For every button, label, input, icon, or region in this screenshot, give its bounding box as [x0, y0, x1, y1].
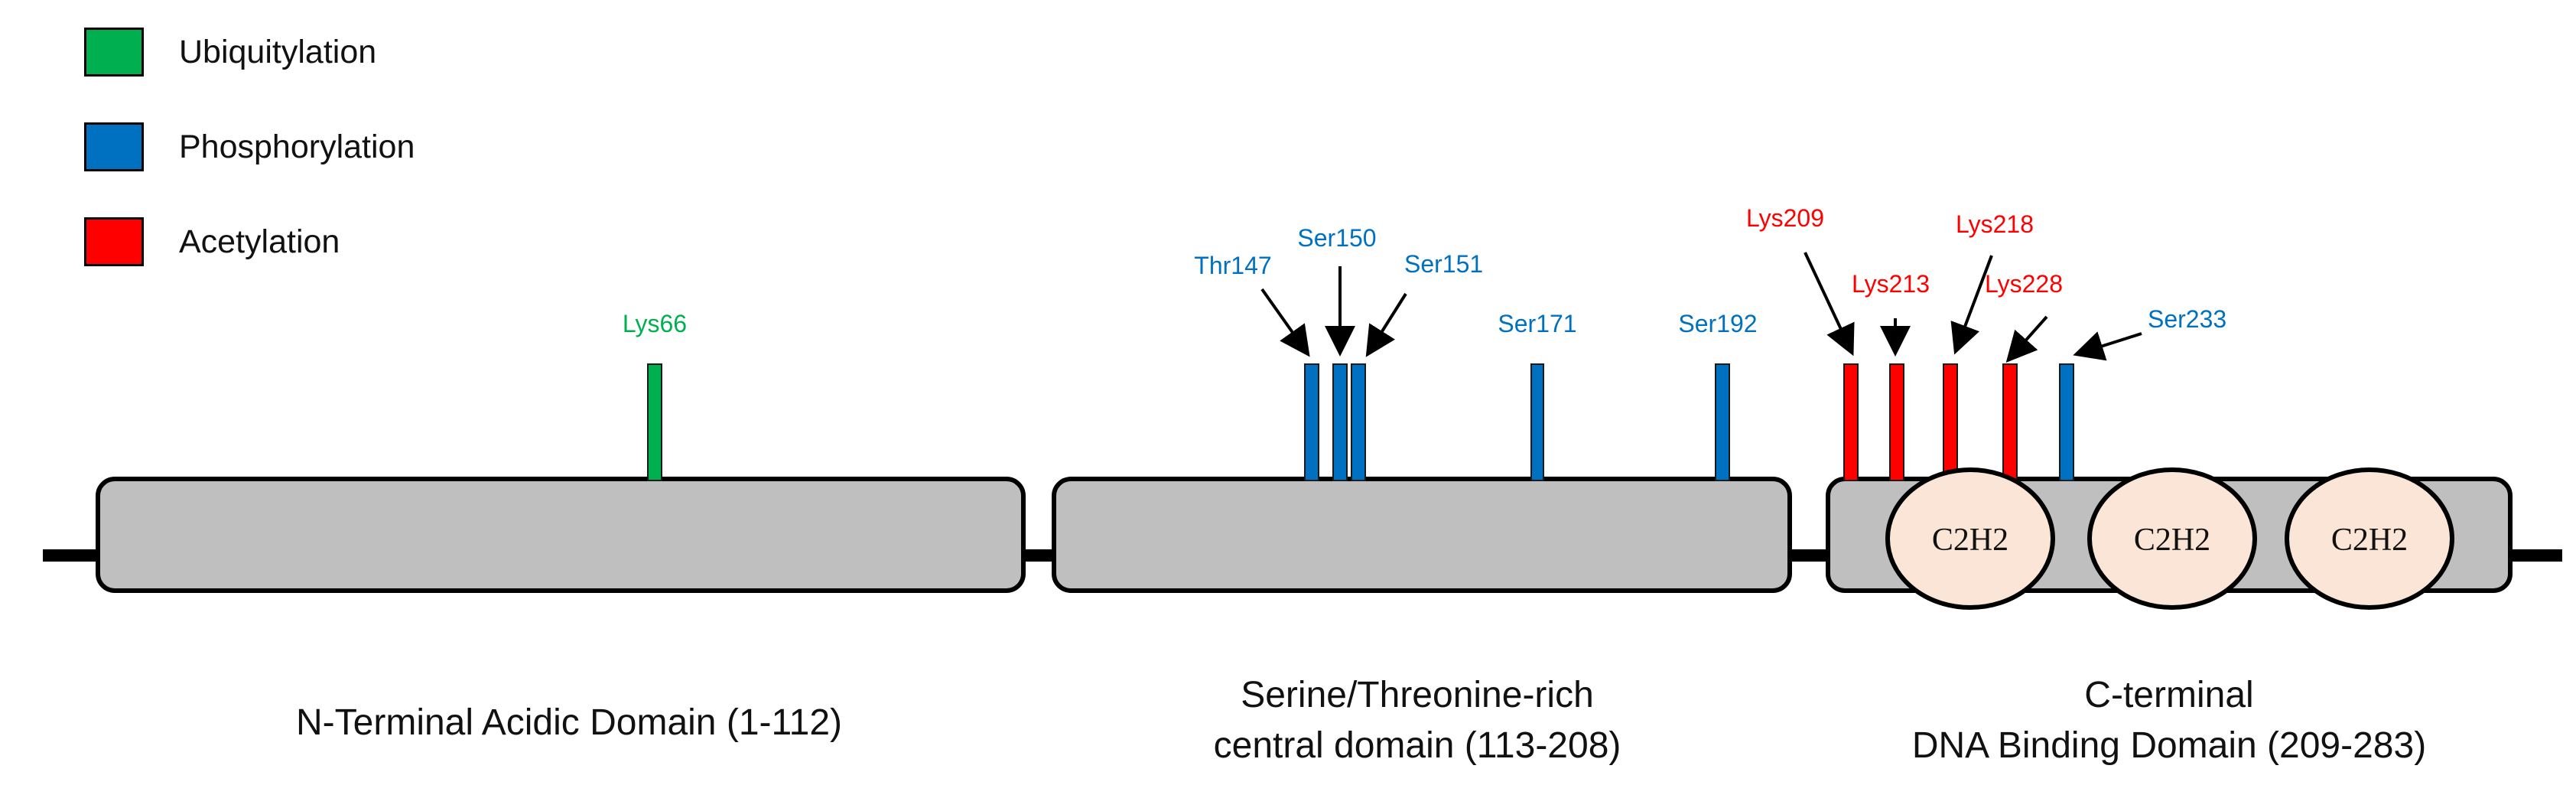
legend-swatch-phosphorylation — [84, 122, 144, 171]
site-arrow-ser151 — [1365, 292, 1407, 357]
site-label-lys228: Lys228 — [1985, 270, 2063, 298]
legend-label-phosphorylation: Phosphorylation — [179, 129, 415, 165]
domain-label-n-terminal: N-Terminal Acidic Domain (1-112) — [296, 698, 842, 748]
site-bar-lys213 — [1889, 363, 1904, 481]
site-bar-thr147 — [1304, 363, 1319, 481]
domain-label-line: DNA Binding Domain (209-283) — [1911, 725, 2427, 766]
site-label-lys66: Lys66 — [623, 310, 687, 337]
domain-label-line: central domain (113-208) — [1213, 725, 1621, 766]
site-label-lys218: Lys218 — [1956, 210, 2034, 238]
site-bar-ser233 — [2059, 363, 2074, 481]
domain-box-n-terminal — [96, 477, 1026, 593]
site-bar-lys209 — [1843, 363, 1859, 481]
site-label-lys209: Lys209 — [1746, 204, 1824, 232]
site-label-ser151: Ser151 — [1404, 250, 1483, 278]
site-label-thr147: Thr147 — [1194, 252, 1271, 279]
domain-label-central: Serine/Threonine-rich central domain (113… — [1214, 670, 1621, 771]
zinc-finger-label-2: C2H2 — [2134, 523, 2210, 558]
site-bar-ser151 — [1351, 363, 1366, 481]
zinc-finger-label-1: C2H2 — [1932, 523, 2008, 558]
domain-box-central — [1052, 477, 1792, 593]
site-bar-ser171 — [1530, 363, 1544, 481]
site-bar-lys228 — [2002, 363, 2018, 481]
site-label-ser233: Ser233 — [2148, 305, 2226, 333]
zinc-finger-3 — [2285, 467, 2454, 610]
site-label-ser171: Ser171 — [1498, 310, 1576, 337]
site-label-lys213: Lys213 — [1852, 270, 1930, 298]
site-bar-ser150 — [1332, 363, 1348, 481]
zinc-finger-label-3: C2H2 — [2331, 523, 2408, 558]
site-bar-ser192 — [1715, 363, 1730, 481]
legend-label-acetylation: Acetylation — [179, 223, 340, 260]
site-arrow-thr147 — [1260, 288, 1310, 357]
domain-label-line: C-terminal — [2084, 675, 2254, 715]
site-bar-lys218 — [1943, 363, 1958, 481]
domain-label-line: N-Terminal Acidic Domain (1-112) — [296, 702, 842, 743]
legend-swatch-ubiquitylation — [84, 28, 144, 77]
site-arrow-lys218 — [1950, 255, 1993, 355]
site-label-ser150: Ser150 — [1297, 224, 1376, 252]
site-arrow-lys228 — [2005, 315, 2048, 363]
site-arrow-lys209 — [1804, 252, 1855, 357]
site-label-ser192: Ser192 — [1678, 310, 1757, 337]
legend-swatch-acetylation — [84, 217, 144, 266]
zinc-finger-2 — [2087, 467, 2257, 610]
domain-label-line: Serine/Threonine-rich — [1241, 675, 1594, 715]
site-arrow-ser233 — [2073, 331, 2142, 361]
site-bar-lys66 — [647, 363, 662, 481]
zinc-finger-1 — [1885, 467, 2055, 610]
legend-label-ubiquitylation: Ubiquitylation — [179, 34, 377, 70]
